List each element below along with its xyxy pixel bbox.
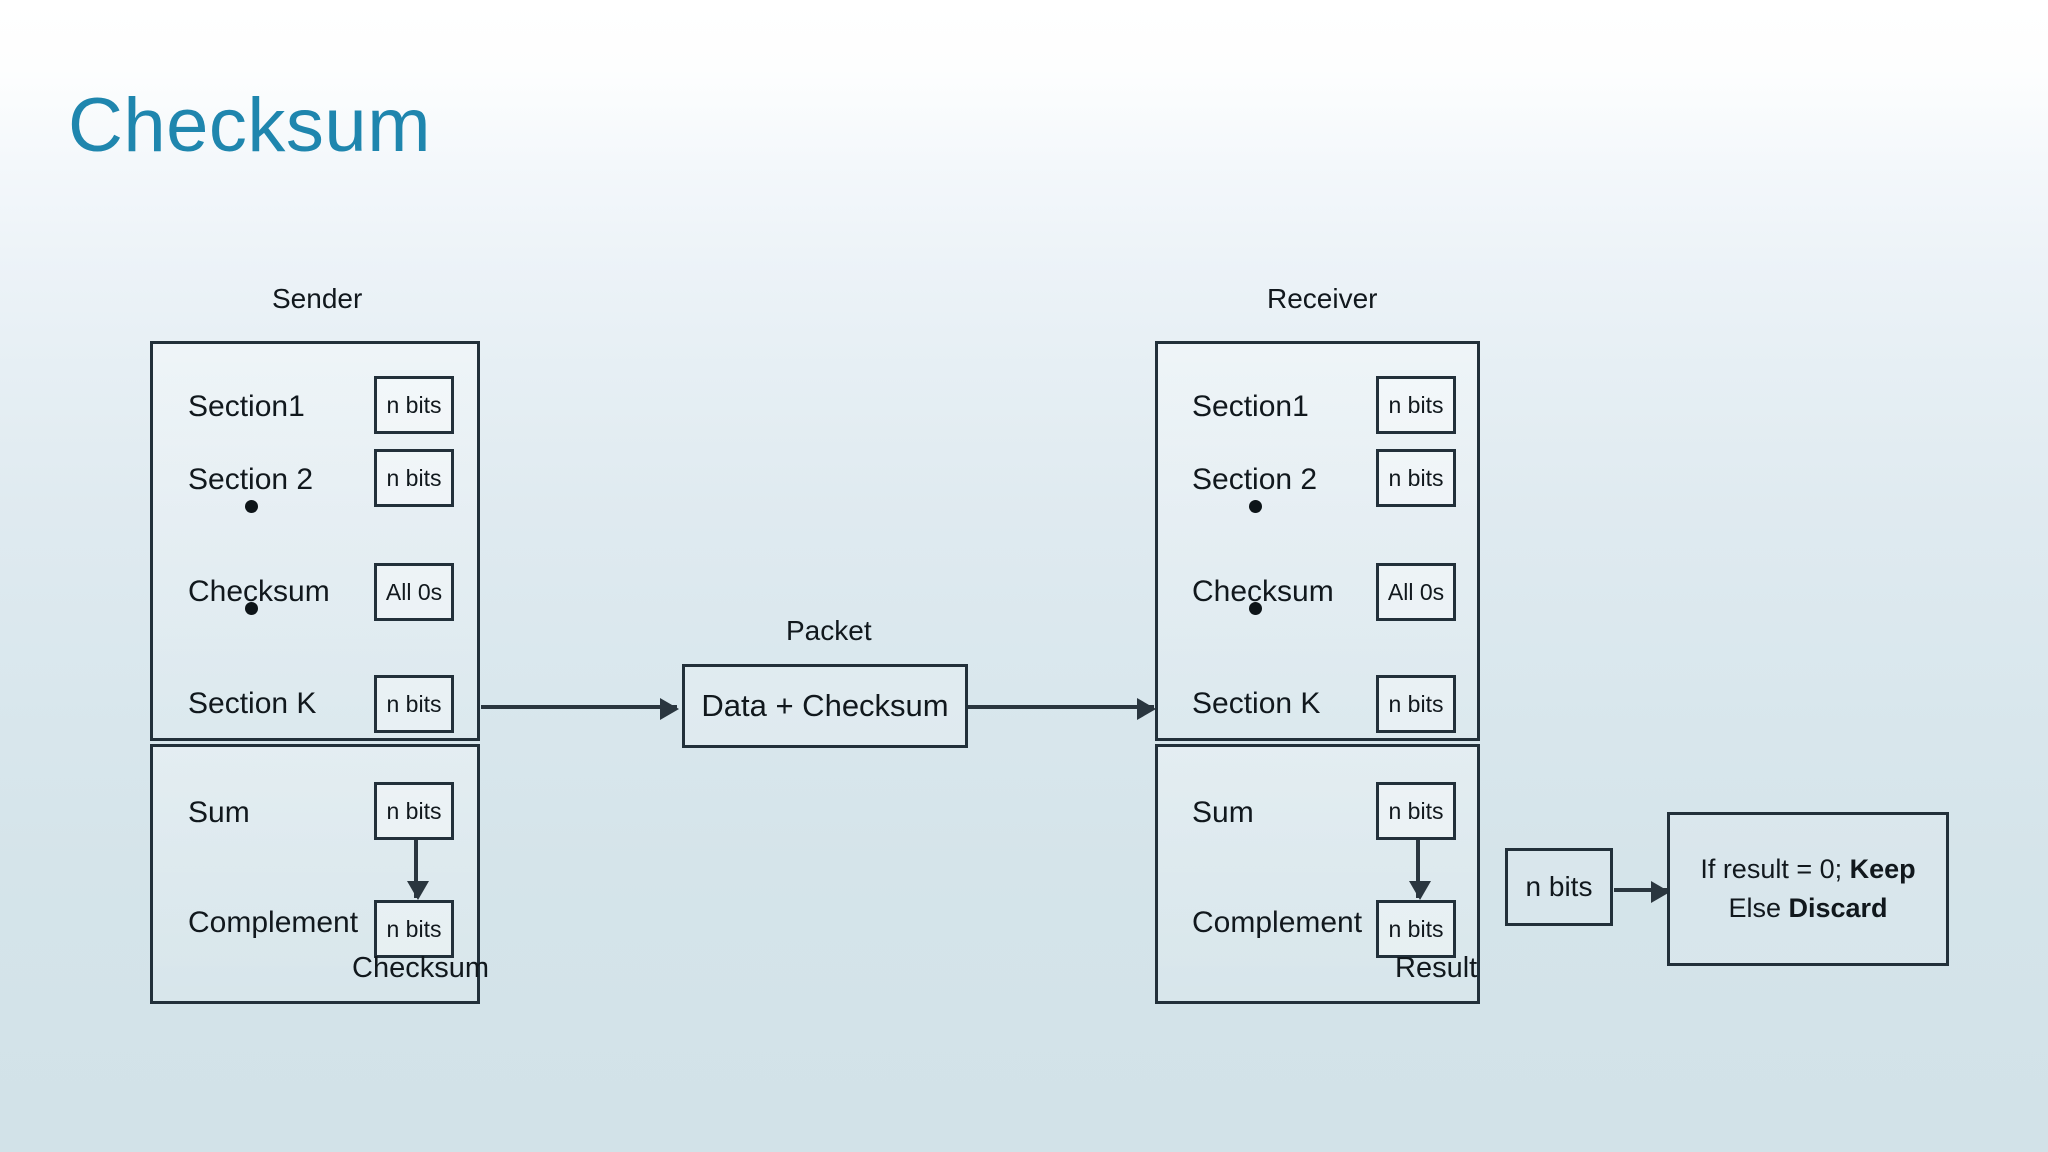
receiver-compute-label-1: Complement xyxy=(1192,906,1363,939)
decision-line-2-prefix: Else xyxy=(1728,893,1789,923)
receiver-output-label: Result xyxy=(1395,952,1478,984)
decision-keep-word: Keep xyxy=(1849,853,1916,884)
sender-row-label-1: Section 2 xyxy=(188,463,314,496)
sender-compute-panel xyxy=(150,744,480,1004)
sender-output-label: Checksum xyxy=(352,952,489,984)
sender-compute-chip-0: n bits xyxy=(374,782,454,840)
sender-row-chip-1: n bits xyxy=(374,449,454,507)
receiver-ellipsis-dot-2 xyxy=(1249,602,1262,615)
result-to-decision-arrow xyxy=(1614,881,1670,903)
receiver-row-chip-2: All 0s xyxy=(1376,563,1456,621)
sender-data-panel xyxy=(150,341,480,741)
receiver-row-chip-0: n bits xyxy=(1376,376,1456,434)
sender-caption: Sender xyxy=(272,283,363,314)
receiver-compute-panel xyxy=(1155,744,1480,1004)
receiver-row-label-3: Section K xyxy=(1192,687,1321,720)
decision-line-1: If result = 0; Keep xyxy=(1700,850,1915,889)
sender-row-chip-2: All 0s xyxy=(374,563,454,621)
receiver-row-label-0: Section1 xyxy=(1192,390,1309,423)
sender-ellipsis-dot-2 xyxy=(245,602,258,615)
decision-discard-word: Discard xyxy=(1788,893,1888,923)
receiver-ellipsis-dot-1 xyxy=(1249,500,1262,513)
receiver-row-label-2: Checksum xyxy=(1192,575,1334,608)
packet-box: Data + Checksum xyxy=(682,664,968,748)
page-title: Checksum xyxy=(68,83,431,168)
sender-to-packet-arrow xyxy=(481,698,679,720)
receiver-compute-chip-1: n bits xyxy=(1376,900,1456,958)
decision-box: If result = 0; Keep Else Discard xyxy=(1667,812,1949,966)
sender-row-chip-3: n bits xyxy=(374,675,454,733)
sender-compute-chip-1: n bits xyxy=(374,900,454,958)
receiver-row-chip-1: n bits xyxy=(1376,449,1456,507)
packet-to-receiver-arrow xyxy=(968,698,1156,720)
sender-sum-to-complement-arrow xyxy=(407,840,429,900)
sender-row-chip-0: n bits xyxy=(374,376,454,434)
sender-row-label-2: Checksum xyxy=(188,575,330,608)
receiver-sum-to-complement-arrow xyxy=(1409,840,1431,900)
sender-row-label-3: Section K xyxy=(188,687,317,720)
receiver-caption: Receiver xyxy=(1267,283,1378,314)
sender-compute-label-0: Sum xyxy=(188,796,250,829)
sender-ellipsis-dot-1 xyxy=(245,500,258,513)
receiver-row-chip-3: n bits xyxy=(1376,675,1456,733)
decision-line-1-prefix: If result = 0; xyxy=(1700,853,1850,884)
decision-line-2: Else Discard xyxy=(1728,889,1887,928)
packet-caption: Packet xyxy=(786,615,872,646)
sender-row-label-0: Section1 xyxy=(188,390,305,423)
result-bits-chip: n bits xyxy=(1505,848,1613,926)
receiver-compute-label-0: Sum xyxy=(1192,796,1254,829)
receiver-data-panel xyxy=(1155,341,1480,741)
receiver-compute-chip-0: n bits xyxy=(1376,782,1456,840)
receiver-row-label-1: Section 2 xyxy=(1192,463,1318,496)
sender-compute-label-1: Complement xyxy=(188,906,359,939)
